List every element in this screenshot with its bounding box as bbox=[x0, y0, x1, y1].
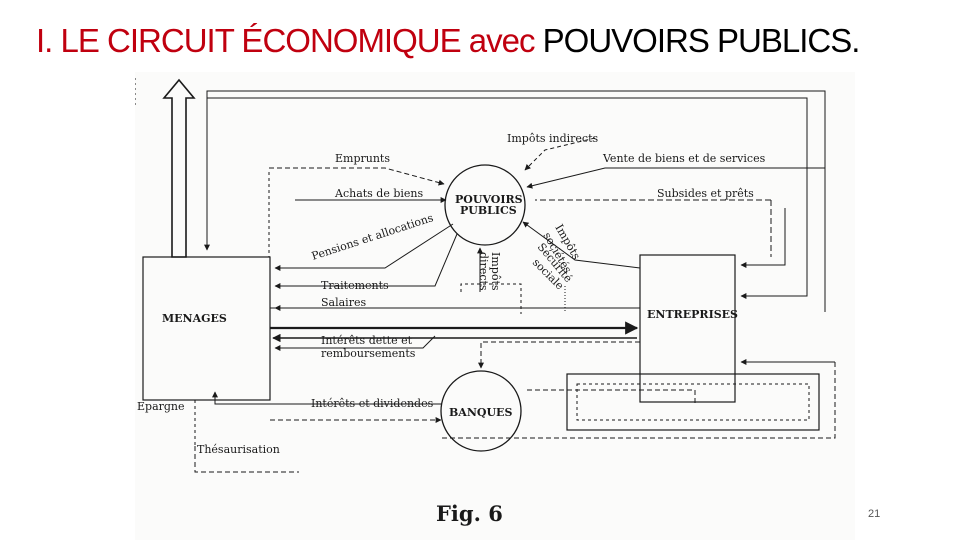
central-dashed-loop bbox=[460, 283, 522, 314]
pouvoirs-label-2: PUBLICS bbox=[460, 204, 517, 217]
epargne-label: Epargne bbox=[137, 400, 185, 413]
traitements-label: Traitements bbox=[321, 279, 389, 292]
salaires-label: Salaires bbox=[321, 296, 366, 309]
subsides-loop bbox=[740, 208, 786, 268]
second-top-loop bbox=[207, 97, 808, 299]
banques-label: BANQUES bbox=[449, 406, 512, 419]
menages-label: MENAGES bbox=[162, 312, 227, 325]
traitements-arrow bbox=[274, 233, 458, 289]
title-red-part: I. LE CIRCUIT ÉCONOMIQUE avec bbox=[36, 22, 535, 59]
impots-societes-arrow bbox=[522, 221, 641, 269]
impots-directs-label-2: directs bbox=[477, 252, 490, 291]
entreprise-to-bank bbox=[478, 341, 640, 369]
interets-dette-label-2: remboursements bbox=[321, 347, 416, 360]
investment-loop-inner bbox=[576, 383, 810, 421]
pouvoirs-publics-circle bbox=[444, 164, 526, 246]
achats-biens-label: Achats de biens bbox=[334, 187, 424, 200]
pensions-label: Pensions et allocations bbox=[310, 211, 435, 263]
investment-loop-box bbox=[566, 373, 820, 431]
subsides-prets-arrow bbox=[535, 199, 772, 257]
entreprises-label: ENTREPRISES bbox=[647, 308, 738, 321]
interets-dette-arrow bbox=[274, 335, 436, 351]
entreprises-box bbox=[639, 254, 736, 403]
figure-caption: Fig. 6 bbox=[436, 501, 503, 526]
interets-dividendes-label: Intérêts et dividendes bbox=[311, 397, 434, 410]
thesaurisation-label: Thésaurisation bbox=[197, 443, 280, 456]
bank-to-entreprise bbox=[527, 389, 696, 406]
impots-indirects-arrow bbox=[524, 137, 596, 171]
epargne-up-arrow bbox=[162, 78, 196, 258]
thesaurisation-line bbox=[194, 446, 299, 473]
interets-dette-label-1: Intérêts dette et bbox=[321, 334, 413, 347]
pensions-arrow bbox=[274, 223, 454, 271]
emprunts-label: Emprunts bbox=[335, 152, 390, 165]
impots-indirects-label: Impôts indirects bbox=[507, 132, 599, 145]
pouvoirs-label-1: POUVOIRS bbox=[455, 193, 523, 206]
outer-top-loop bbox=[204, 90, 826, 312]
banques-circle bbox=[440, 370, 522, 452]
page-number: 21 bbox=[868, 508, 881, 520]
outer-bank-loop bbox=[441, 362, 836, 439]
vente-biens-label: Vente de biens et de services bbox=[602, 152, 766, 165]
menages-box bbox=[142, 256, 271, 401]
interets-dividendes-arrow bbox=[212, 391, 441, 405]
emprunts-arrow bbox=[269, 167, 445, 186]
slide-title: I. LE CIRCUIT ÉCONOMIQUE avec POUVOIRS P… bbox=[36, 22, 861, 60]
economic-circuit-figure: MENAGES ENTREPRISES POUVOIRS PUBLICS BAN… bbox=[134, 72, 855, 540]
subsides-prets-label: Subsides et prêts bbox=[657, 187, 754, 200]
impots-directs-label-1: Impôts bbox=[489, 252, 502, 291]
circuit-diagram: MENAGES ENTREPRISES POUVOIRS PUBLICS BAN… bbox=[134, 78, 836, 526]
title-black-part: POUVOIRS PUBLICS. bbox=[534, 22, 861, 59]
vente-biens-arrow bbox=[526, 167, 825, 189]
